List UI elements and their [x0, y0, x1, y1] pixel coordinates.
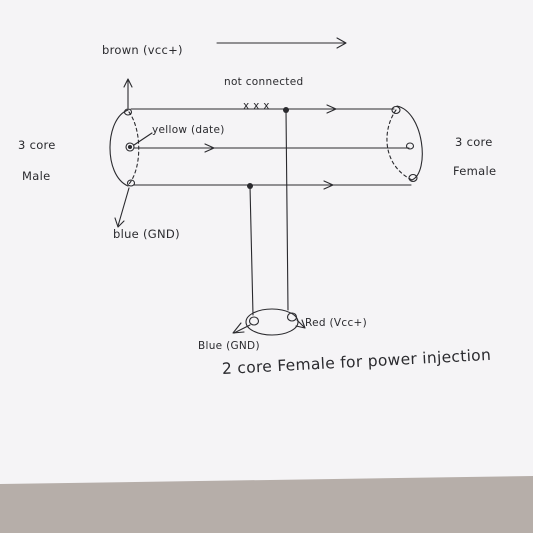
label-female-line1: 3 core	[455, 135, 493, 149]
junction-dot-gnd	[247, 183, 253, 189]
female-pin-mid	[405, 142, 415, 150]
power-pin-vcc	[286, 312, 298, 322]
wire-red-vcc-drop	[285, 109, 289, 311]
yellow-pointer	[133, 132, 153, 146]
label-cut-marks: x x x	[243, 100, 270, 112]
label-blue-gnd-bottom: Blue (GND)	[198, 340, 260, 352]
brown-lead-arrow	[123, 78, 133, 109]
female-connector-outline	[396, 105, 423, 181]
male-pin-brown	[123, 108, 133, 116]
label-male-line1: 3 core	[18, 138, 56, 152]
label-not-connected: not connected	[224, 76, 304, 88]
male-pin-yellow	[125, 142, 135, 152]
gnd-pointer	[233, 324, 251, 334]
vcc-pointer	[296, 319, 305, 328]
paper-sheet	[0, 0, 533, 484]
label-brown-vcc: brown (vcc+)	[102, 43, 183, 57]
female-pin-top	[391, 105, 401, 115]
label-male-line2: Male	[22, 169, 51, 183]
female-pin-bottom	[408, 173, 418, 183]
wire-blue-gnd-drop	[249, 185, 254, 316]
label-blue-gnd-top: blue (GND)	[113, 227, 180, 241]
male-connector-outline	[109, 109, 129, 187]
label-red-vcc: Red (Vcc+)	[305, 317, 368, 329]
blue-lead-arrow	[114, 187, 130, 228]
label-yellow-data: yellow (date)	[152, 124, 225, 136]
label-female-line2: Female	[453, 164, 497, 178]
male-connector-dashed	[128, 111, 140, 185]
junction-dot-vcc	[283, 107, 289, 113]
direction-arrow	[216, 37, 347, 49]
female-connector-dashed	[386, 109, 413, 181]
male-pin-blue	[126, 179, 136, 187]
power-pin-gnd	[248, 316, 260, 326]
power-connector-outline	[245, 308, 299, 336]
